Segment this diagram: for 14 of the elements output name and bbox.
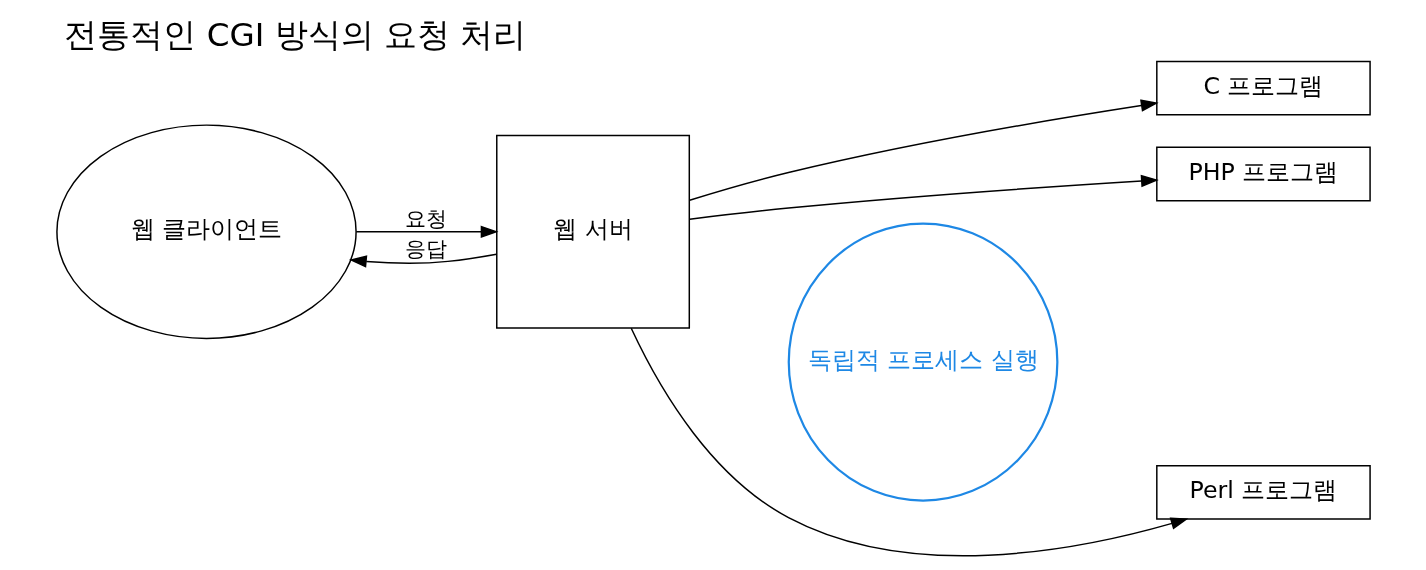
diagram-title: 전통적인 CGI 방식의 요청 처리: [63, 16, 526, 55]
arrow: [348, 253, 497, 268]
edge-label: 응답: [404, 236, 447, 261]
edge-label: 요청: [404, 207, 447, 232]
node-box: Perl 프로그램: [1155, 465, 1371, 520]
node-box: 웹 서버: [495, 134, 690, 329]
arrow: [355, 225, 498, 238]
node-box: PHP 프로그램: [1155, 146, 1371, 202]
node-box: C 프로그램: [1155, 60, 1371, 116]
node-circle: 독립적 프로세스 실행: [787, 222, 1058, 502]
arrow: [688, 99, 1159, 201]
arrow: [630, 327, 1188, 557]
node-ellipse: 웹 클라이언트: [55, 124, 357, 340]
arrow: [688, 174, 1159, 220]
